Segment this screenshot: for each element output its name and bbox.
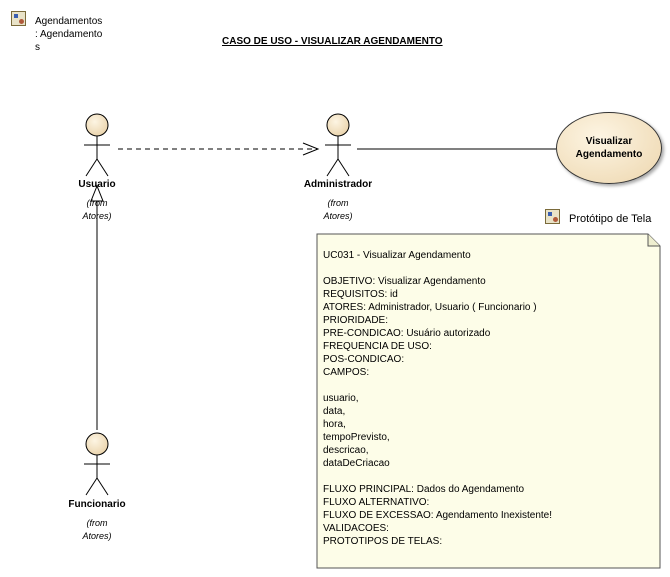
note-line: usuario, <box>323 393 359 404</box>
actor-usuario-from: (from Atores) <box>57 197 137 223</box>
actor-usuario-label: Usuario <box>78 179 116 190</box>
from-line: (from <box>327 198 349 208</box>
note-line: ATORES: Administrador, Usuario ( Funcion… <box>323 302 537 313</box>
actor-administrador-from: (from Atores) <box>298 197 378 223</box>
note-line: FREQUENCIA DE USO: <box>323 341 432 352</box>
from-line: Atores) <box>323 211 353 221</box>
use-case-label-line: Visualizar <box>585 136 633 147</box>
note-line: PRIORIDADE: <box>323 315 389 326</box>
use-case-label-line: Agendamento <box>575 149 643 160</box>
note-line: data, <box>323 406 346 417</box>
actor-funcionario-figure[interactable] <box>84 432 110 496</box>
note-line: hora, <box>323 419 346 430</box>
note-border <box>316 233 661 569</box>
from-line: (from <box>86 198 108 208</box>
package-diagram-icon[interactable] <box>11 11 26 26</box>
package-name[interactable]: Agendamentos : Agendamento s <box>35 15 102 54</box>
package-name-line: : Agendamento <box>35 29 103 40</box>
note-line <box>323 262 552 275</box>
note-line: FLUXO ALTERNATIVO: <box>323 497 430 508</box>
from-line: (from <box>86 518 108 528</box>
note-line: UC031 - Visualizar Agendamento <box>323 250 471 261</box>
note-line: PROTOTIPOS DE TELAS: <box>323 536 443 547</box>
prototype-link-label[interactable]: Protótipo de Tela <box>569 213 652 225</box>
package-name-line: Agendamentos <box>35 16 103 27</box>
actor-usuario-figure[interactable] <box>84 113 110 177</box>
actor-funcionario-from: (from Atores) <box>57 517 137 543</box>
note-line: VALIDACOES: <box>323 523 389 534</box>
actor-administrador-figure[interactable] <box>325 113 351 177</box>
from-line: Atores) <box>82 211 112 221</box>
note-line: FLUXO DE EXCESSAO: Agendamento Inexisten… <box>323 510 553 521</box>
from-line: Atores) <box>82 531 112 541</box>
package-name-line: s <box>35 42 40 53</box>
note-line: OBJETIVO: Visualizar Agendamento <box>323 276 486 287</box>
note-line: POS-CONDICAO: <box>323 354 405 365</box>
use-case-visualizar-agendamento[interactable]: Visualizar Agendamento <box>556 112 662 184</box>
actor-administrador-label: Administrador <box>303 179 373 190</box>
package-diagram-icon[interactable] <box>545 209 560 224</box>
note-line <box>323 379 552 392</box>
note-line: descricao, <box>323 445 369 456</box>
note-line: PRE-CONDICAO: Usuário autorizado <box>323 328 491 339</box>
dependency-connector[interactable] <box>118 142 320 156</box>
note-line <box>323 470 552 483</box>
generalization-connector[interactable] <box>90 184 104 430</box>
note-line: FLUXO PRINCIPAL: Dados do Agendamento <box>323 484 525 495</box>
note-line: tempoPrevisto, <box>323 432 390 443</box>
diagram-title: CASO DE USO - VISUALIZAR AGENDAMENTO <box>222 36 443 47</box>
note-line: CAMPOS: <box>323 367 370 378</box>
note-line: dataDeCriacao <box>323 458 390 469</box>
note-line: REQUISITOS: id <box>323 289 398 300</box>
actor-funcionario-label: Funcionario <box>68 499 126 510</box>
